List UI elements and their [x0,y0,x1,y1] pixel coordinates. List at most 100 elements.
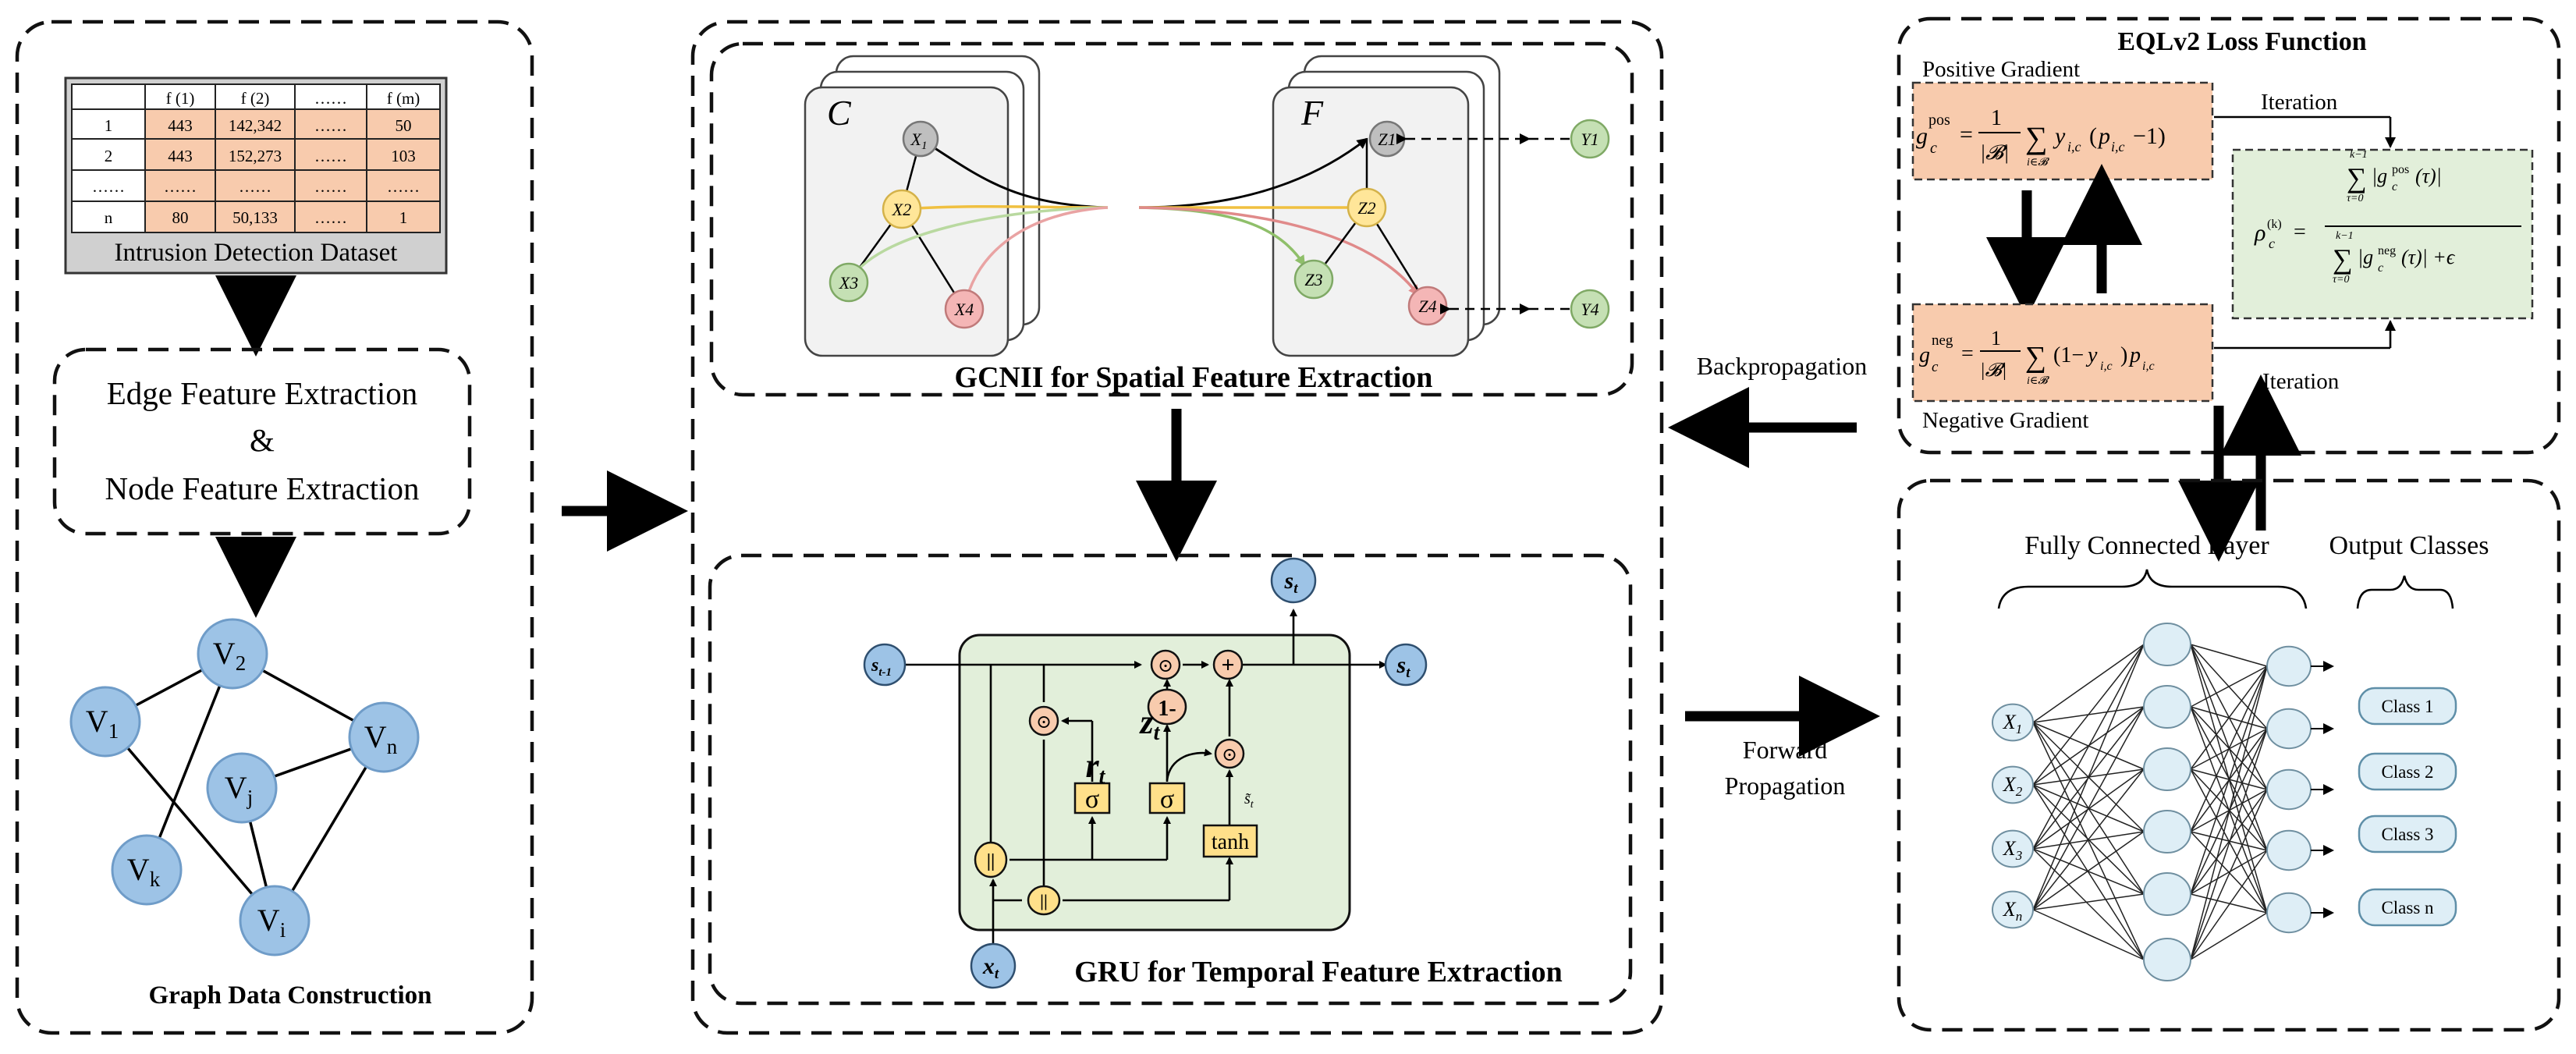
node-x3: X3 [839,273,858,293]
class-label: Class 1 [2381,697,2433,716]
svg-text:): ) [2120,343,2127,367]
graph: V1 V2 Vn Vj Vk Vi [69,618,420,956]
output-neuron [2266,892,2312,934]
backprop-label: Backpropagation [1697,352,1868,380]
card-label-c: C [827,93,852,133]
svg-text:|𝓑|: |𝓑| [1980,141,2009,165]
feature-extraction-box: Edge Feature Extraction & Node Feature E… [52,347,472,536]
svg-text:(: ( [2089,123,2097,149]
nn-connection [2190,665,2268,960]
positive-gradient-box [1911,81,2214,181]
input-neuron [1992,890,2034,929]
graph-node-vj: Vj [225,770,253,809]
hidden-neuron [2143,810,2191,853]
gru-title: GRU for Temporal Feature Extraction [1074,956,1563,988]
table-header: f (1) [166,89,195,108]
table-cell: 142,342 [229,116,282,135]
nn-connection [2032,644,2145,786]
nn-connection [2032,848,2145,960]
svg-text:i∈𝓑: i∈𝓑 [2027,157,2049,169]
nn-connection [2190,768,2268,851]
spatio-temporal-panel: C F [690,20,1664,1035]
svg-text:i,c: i,c [2100,360,2113,373]
card-label-f: F [1300,93,1324,133]
svg-text:&: & [250,422,275,458]
hidden-neuron [2143,872,2191,916]
table-cell: …… [239,177,271,196]
one-minus-op: 1- [1158,697,1176,721]
svg-text:c: c [2269,236,2275,251]
graph-node-vi: Vi [257,903,286,942]
table-header: f (m) [387,89,420,108]
output-neuron [2266,708,2312,750]
table-cell: 50 [396,116,412,135]
table-cell: 1 [399,208,408,227]
table-cell: …… [314,147,347,165]
node-x4: X4 [954,300,974,319]
nn-connection [2190,850,2268,895]
table-cell: …… [314,116,347,135]
svg-text:c: c [1932,359,1939,375]
tanh-gate: tanh [1212,830,1249,854]
neg-formula: g c neg = 1 |𝓑| ∑ i∈𝓑 (1− y i,c ) p i,c [1919,327,2155,387]
svg-text:=: = [1960,122,1973,147]
table-cell: 103 [391,147,416,165]
table-cell: 152,273 [229,147,282,165]
svg-text:(τ)|: (τ)| [2415,165,2442,187]
table-cell: …… [387,177,420,196]
plus-op: + [1221,652,1234,678]
class-label: Class 3 [2381,825,2433,844]
nn-connection [2032,722,2145,960]
nn-connection [2190,893,2268,914]
svg-text:c: c [2392,180,2397,193]
nn-connection [2032,768,2145,910]
table-cell: …… [314,208,347,227]
nn-connection [2190,912,2268,960]
table-cell: 50,133 [232,208,278,227]
nn-connection [2190,644,2268,667]
candidate-label: s̃t [1244,790,1254,811]
gcnii-title: GCNII for Spatial Feature Extraction [955,361,1433,394]
input-neuron [1992,765,2034,804]
graph-construction-panel: f (1) f (2) …… f (m) 1 443 142,342 …… 50… [15,20,534,1035]
nn-connection [2032,644,2145,910]
table-cell: …… [92,177,125,196]
svg-text:1: 1 [1991,327,2001,350]
rho-formula: ρ c (k) = k−1 ∑ τ=0 |g c pos (τ)| k−1 ∑ … [2254,149,2521,286]
nn-nodes [1992,623,2334,981]
output-neuron [2266,645,2312,687]
graph-node-vk: Vk [127,852,161,891]
output-neuron [2266,829,2312,871]
node-y4: Y4 [1581,300,1598,319]
svg-text:=: = [1961,342,1974,366]
node-x1: X1 [910,130,928,152]
dataset-caption: Intrusion Detection Dataset [115,239,398,267]
node-z4: Z4 [1418,296,1436,316]
sigma-gate-r: σ [1085,785,1099,814]
hidden-neuron [2143,747,2191,791]
update-gate-label: zt [1139,703,1161,745]
nn-edges [2032,644,2268,960]
class-label: Class 2 [2381,762,2433,782]
svg-text:p: p [2097,123,2110,149]
svg-text:c: c [1930,140,1937,157]
fc-label: Fully Connected Layer [2024,531,2269,560]
iteration-top-label: Iteration [2261,90,2338,115]
nn-connection [2190,728,2268,960]
table-cell: …… [164,177,197,196]
state-current-out: st [1396,652,1411,681]
svg-text:i,c: i,c [2067,139,2081,154]
svg-text:τ=0: τ=0 [2333,274,2349,286]
forward-label: Propagation [1725,772,1846,800]
graph-panel-title: Graph Data Construction [148,981,431,1010]
svg-text:|g: |g [2358,246,2373,268]
svg-text:∑: ∑ [2333,243,2353,275]
svg-text:(k): (k) [2267,218,2282,231]
input-x3: X3 [2003,837,2022,863]
state-current-top: st [1284,568,1299,597]
nn-connection [2032,848,2145,895]
input-xt: xt [982,953,999,982]
nn-connection [2190,665,2268,895]
input-xn: Xn [2003,898,2022,924]
